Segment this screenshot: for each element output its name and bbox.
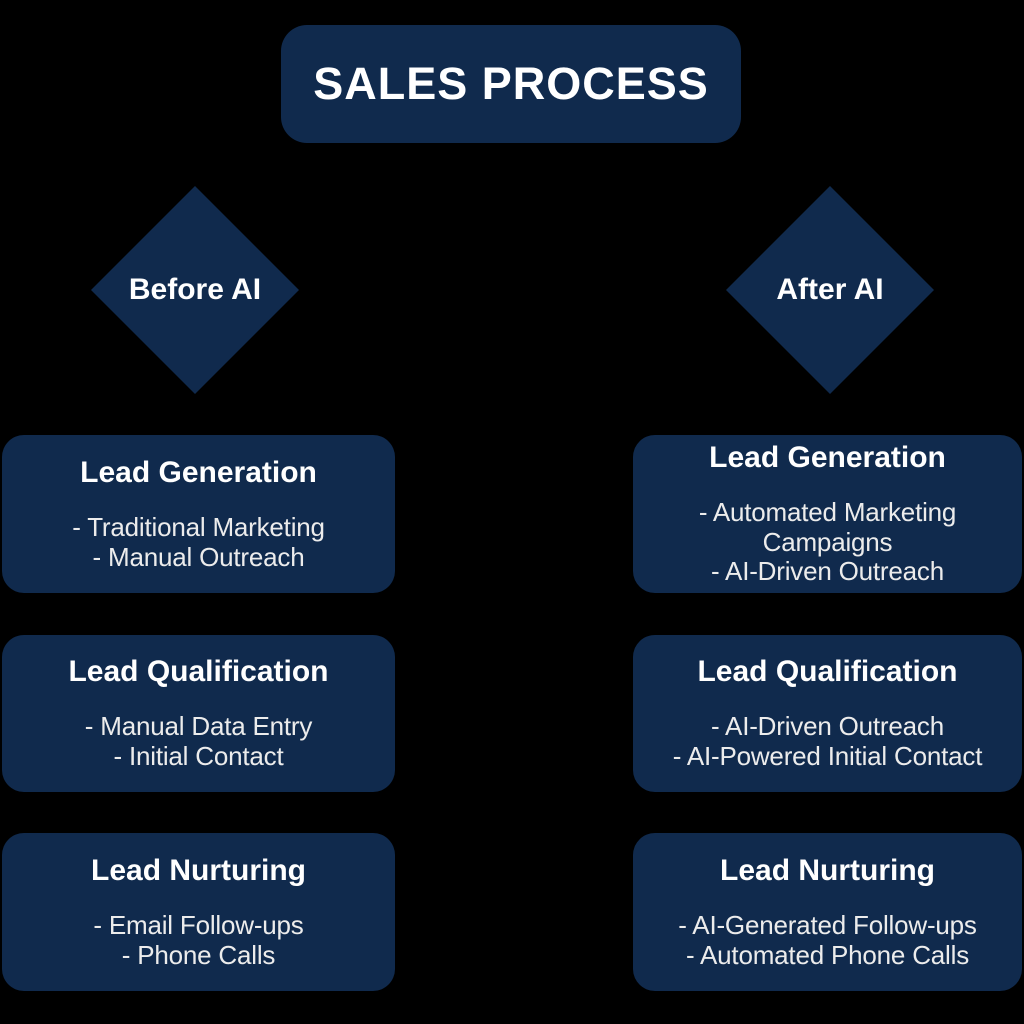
stage-box-title: Lead Generation <box>709 440 946 474</box>
branch-label-before-ai: Before AI <box>128 273 262 306</box>
stage-box-title: Lead Generation <box>80 455 317 489</box>
diagram-title: SALES PROCESS <box>313 58 709 109</box>
diagram-title-banner: SALES PROCESS <box>281 25 741 143</box>
stage-box-item: - Email Follow-ups <box>93 909 304 940</box>
stage-box-title: Lead Qualification <box>697 655 958 689</box>
stage-box-before-lead-generation: Lead Generation - Traditional Marketing … <box>2 435 395 593</box>
stage-box-items: - Email Follow-ups - Phone Calls <box>93 909 304 971</box>
branch-diamond-after-ai: After AI <box>726 186 934 394</box>
stage-box-before-lead-qualification: Lead Qualification - Manual Data Entry -… <box>2 635 395 792</box>
stage-box-item: - Manual Data Entry <box>84 711 313 742</box>
branch-label-after-ai: After AI <box>776 273 884 306</box>
stage-box-before-lead-nurturing: Lead Nurturing - Email Follow-ups - Phon… <box>2 833 395 991</box>
stage-box-after-lead-qualification: Lead Qualification - AI-Driven Outreach … <box>633 635 1022 792</box>
stage-box-item: - Automated Phone Calls <box>685 939 969 970</box>
stage-box-title: Lead Qualification <box>68 655 329 689</box>
stage-box-item: - Traditional Marketing <box>72 511 325 542</box>
stage-box-item: - AI-Powered Initial Contact <box>672 741 983 771</box>
stage-box-item: - AI-Driven Outreach <box>711 556 944 587</box>
stage-box-item: - Automated Marketing Campaigns <box>698 496 957 557</box>
stage-box-item: - Phone Calls <box>121 939 276 970</box>
stage-box-item: - AI-Driven Outreach <box>711 711 944 742</box>
stage-box-after-lead-generation: Lead Generation - Automated Marketing Ca… <box>633 435 1022 593</box>
branch-diamond-before-ai: Before AI <box>91 186 299 394</box>
stage-box-items: - Automated Marketing Campaigns - AI-Dri… <box>643 496 1012 588</box>
stage-box-item: - Initial Contact <box>113 741 284 771</box>
stage-box-items: - AI-Driven Outreach - AI-Powered Initia… <box>672 711 983 772</box>
stage-box-item: - AI-Generated Follow-ups <box>678 909 977 940</box>
stage-box-items: - Traditional Marketing - Manual Outreac… <box>72 511 325 573</box>
stage-box-title: Lead Nurturing <box>720 853 935 887</box>
stage-box-after-lead-nurturing: Lead Nurturing - AI-Generated Follow-ups… <box>633 833 1022 991</box>
stage-box-item: - Manual Outreach <box>92 541 305 572</box>
stage-box-items: - AI-Generated Follow-ups - Automated Ph… <box>678 909 977 971</box>
stage-box-title: Lead Nurturing <box>91 853 306 887</box>
stage-box-items: - Manual Data Entry - Initial Contact <box>84 711 313 772</box>
